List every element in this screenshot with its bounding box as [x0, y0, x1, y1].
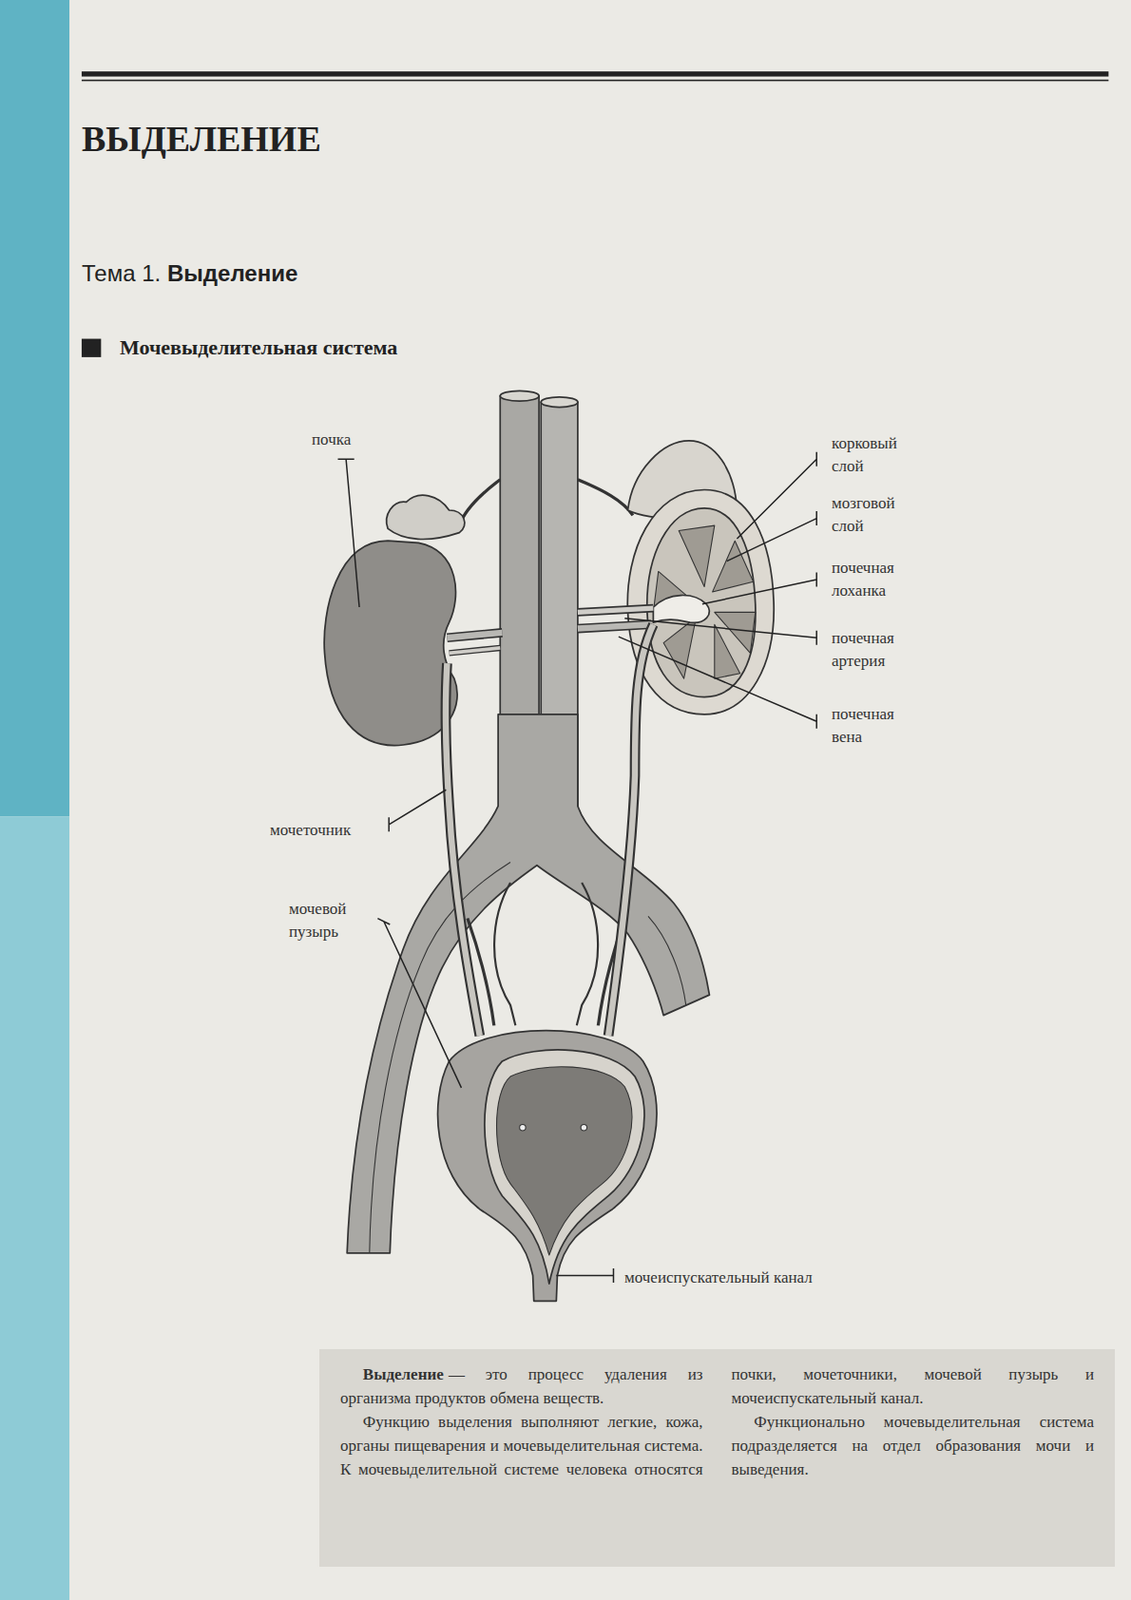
renal-pelvis	[652, 594, 710, 623]
paragraph: Выделение— это процесс удаления из орган…	[340, 1362, 704, 1411]
renal-vein	[446, 632, 502, 638]
text-band: Выделение— это процесс удаления из орган…	[319, 1349, 1115, 1568]
ureter	[608, 624, 653, 1036]
callout-label: мочеточник	[269, 819, 351, 843]
callout-label: мочеиспускательный канал	[624, 1266, 813, 1290]
branch-vessel	[459, 479, 500, 526]
ureter	[608, 624, 653, 1036]
vessel-cap	[499, 390, 539, 402]
callout-label: мочевой пузырь	[288, 898, 384, 944]
renal-artery	[449, 648, 501, 653]
renal-vein	[446, 632, 502, 638]
callout-label: почечная артерия	[831, 627, 927, 673]
bladder-cut	[484, 1050, 645, 1285]
topic-heading: Тема 1.	[81, 260, 161, 288]
callout-label: почечная лоханка	[831, 556, 927, 603]
ureter-opening	[580, 1125, 587, 1131]
callout-label: почечная вена	[831, 703, 927, 749]
callout-label: корковый слой	[831, 432, 927, 479]
leader-line	[388, 789, 446, 832]
text-columns: Выделение— это процесс удаления из орган…	[340, 1362, 1094, 1482]
inner-vessel	[494, 882, 516, 1026]
side-stripe	[0, 816, 70, 1600]
bladder	[438, 1031, 657, 1303]
bullet-square	[81, 339, 101, 358]
side-stripe	[0, 0, 70, 817]
kidney	[324, 540, 458, 746]
bladder-mucosa	[497, 1067, 633, 1256]
adrenal-gland	[386, 495, 465, 539]
ureter	[445, 663, 480, 1036]
vessel-seam	[648, 916, 687, 1005]
ureter	[445, 663, 480, 1036]
renal-artery	[577, 608, 653, 613]
vessel-cap	[540, 397, 578, 408]
renal-vein	[577, 624, 652, 629]
callout-label: почка	[311, 428, 351, 452]
leader-line	[727, 511, 818, 562]
renal-vein	[577, 624, 652, 629]
branch-vessel	[577, 479, 633, 517]
leader-line	[337, 459, 360, 608]
inner-vessel	[576, 882, 598, 1026]
top-rule	[81, 71, 1109, 77]
leader-line	[702, 573, 817, 605]
page-title: ВЫДЕЛЕНИЕ	[81, 117, 322, 160]
section-heading: Мочевыделительная система	[119, 335, 398, 361]
leader-line	[736, 452, 817, 539]
leader-line	[618, 636, 817, 729]
lead-term: Выделение	[363, 1365, 444, 1384]
renal-pyramids	[652, 525, 755, 679]
leader-line	[624, 618, 817, 646]
leader-line	[555, 1268, 614, 1284]
renal-artery	[577, 608, 653, 613]
leader-line	[377, 919, 461, 1089]
renal-artery	[449, 648, 501, 653]
top-rule	[81, 79, 1109, 82]
body-text: Функционально мочевыделительная система …	[731, 1410, 1095, 1482]
topic-heading: Выделение	[167, 260, 298, 288]
ureter-opening	[519, 1125, 526, 1131]
callout-label: мозговой слой	[831, 492, 927, 538]
